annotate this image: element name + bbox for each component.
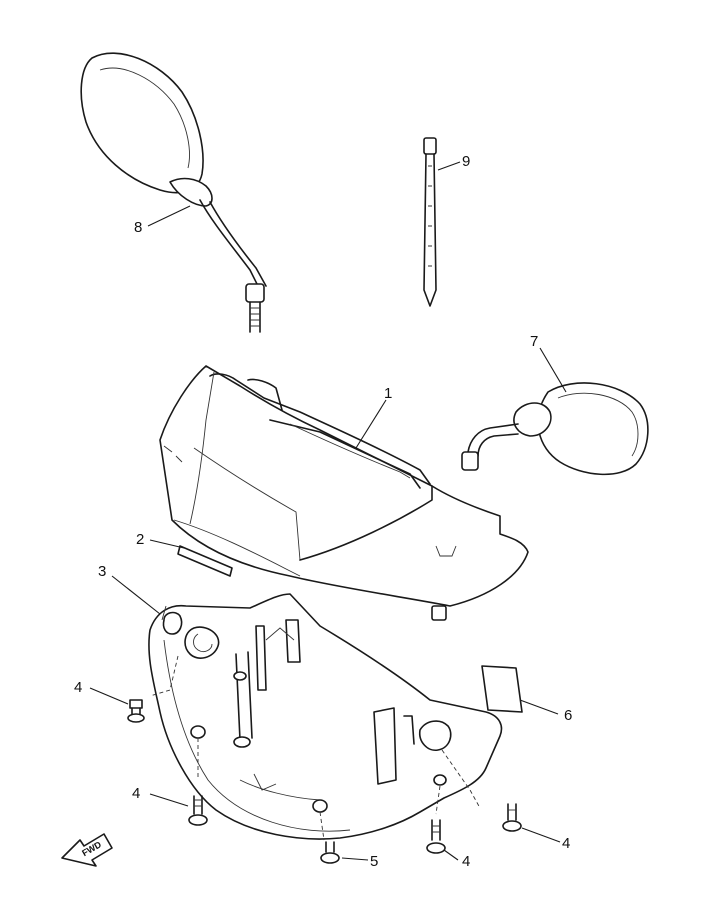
callout-4-right: 4 <box>562 835 570 852</box>
screw-left[interactable] <box>127 699 145 723</box>
left-mirror[interactable] <box>80 52 267 333</box>
callout-2: 2 <box>136 531 144 548</box>
right-mirror[interactable] <box>461 382 649 476</box>
callout-4-bottom-right: 4 <box>462 853 470 870</box>
screw-bottom-center[interactable] <box>320 841 340 864</box>
callout-9: 9 <box>462 153 470 170</box>
grommet[interactable] <box>161 605 183 635</box>
lower-handlebar-cover[interactable] <box>148 593 503 841</box>
callout-7: 7 <box>530 333 538 350</box>
leader-lines <box>89 161 567 861</box>
callout-4-bottom-left: 4 <box>132 785 140 802</box>
callout-3: 3 <box>98 563 106 580</box>
label-plate[interactable] <box>481 665 523 713</box>
trim-strip[interactable] <box>177 545 233 577</box>
screw-bottom-right[interactable] <box>426 819 446 854</box>
cable-tie[interactable] <box>423 137 437 307</box>
callout-8: 8 <box>134 219 142 236</box>
fwd-arrow: FWD <box>61 833 113 867</box>
callout-4-left: 4 <box>74 679 82 696</box>
screw-right[interactable] <box>502 803 522 832</box>
callout-6: 6 <box>564 707 572 724</box>
upper-handlebar-cover[interactable] <box>159 365 529 621</box>
callout-1: 1 <box>384 385 392 402</box>
screw-bottom-left[interactable] <box>188 795 208 826</box>
callout-5: 5 <box>370 853 378 870</box>
